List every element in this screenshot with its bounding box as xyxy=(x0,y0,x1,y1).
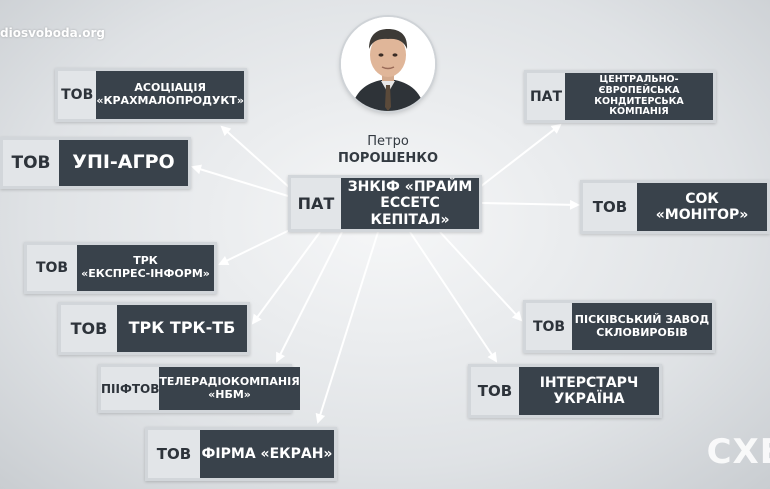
company-interstarch: ТОВ ІНТЕРСТАРЧ УКРАЇНА xyxy=(468,364,662,418)
company-konditer: ПАТ ЦЕНТРАЛЬНО-ЄВРОПЕЙСЬКА КОНДИТЕРСЬКА … xyxy=(524,70,716,123)
company-name: ТРК ТРК-ТБ xyxy=(117,305,247,352)
arrow-to-nbm xyxy=(276,231,343,363)
company-name: АСОЦІАЦІЯ «КРАХМАЛОПРОДУКТ» xyxy=(96,71,244,119)
arrow-to-upi xyxy=(191,164,289,197)
company-type: ПІІФТОВ xyxy=(101,381,160,396)
company-name: ІНТЕРСТАРЧ УКРАЇНА xyxy=(519,367,659,415)
company-ekspres: ТОВ ТРК «ЕКСПРЕС-ІНФОРМ» xyxy=(24,242,217,294)
person-name: Петро ПОРОШЕНКО xyxy=(330,133,446,167)
hub-company: ПАТ ЗНКІФ «ПРАЙМ ЕССЕТС КЕПІТАЛ» xyxy=(288,175,482,232)
company-type: ТОВ xyxy=(592,198,628,216)
arrow-to-ekran xyxy=(315,231,379,424)
company-name: ТЕЛЕРАДІОКОМПАНІЯ «НБМ» xyxy=(159,367,300,410)
arrow-to-trktb xyxy=(251,231,321,325)
company-name: ТРК «ЕКСПРЕС-ІНФОРМ» xyxy=(77,245,214,291)
source-watermark: diosvoboda.org xyxy=(0,26,105,40)
person-portrait xyxy=(341,17,435,111)
company-krakhmal: ТОВ АСОЦІАЦІЯ «КРАХМАЛОПРОДУКТ» xyxy=(55,68,247,122)
company-name: ПІСКІВСЬКИЙ ЗАВОД СКЛОВИРОБІВ xyxy=(572,303,712,350)
person-last-name: ПОРОШЕНКО xyxy=(337,151,438,166)
company-upi: ТОВ УПІ-АГРО xyxy=(0,137,191,189)
portrait-image xyxy=(341,17,435,111)
person-first-name: Петро xyxy=(367,134,409,149)
arrow-to-interstarch xyxy=(409,231,498,363)
company-pisky: ТОВ ПІСКІВСЬКИЙ ЗАВОД СКЛОВИРОБІВ xyxy=(523,300,715,353)
arrow-to-krakhmal xyxy=(220,125,291,189)
company-type: ТОВ xyxy=(156,445,192,463)
company-name: УПІ-АГРО xyxy=(59,140,188,186)
company-nbm: ПІІФТОВ ТЕЛЕРАДІОКОМПАНІЯ «НБМ» xyxy=(98,364,300,413)
hub-type: ПАТ xyxy=(297,194,335,213)
company-type: ТОВ xyxy=(11,153,51,173)
hub-name: ЗНКІФ «ПРАЙМ ЕССЕТС КЕПІТАЛ» xyxy=(341,178,479,229)
company-trktb: ТОВ ТРК ТРК-ТБ xyxy=(58,302,250,355)
arrow-to-monitor xyxy=(481,199,580,210)
company-type: ТОВ xyxy=(70,319,108,338)
arrow-to-konditer xyxy=(479,123,562,188)
company-ekran: ТОВ ФІРМА «ЕКРАН» xyxy=(145,427,337,481)
company-name: ЦЕНТРАЛЬНО-ЄВРОПЕЙСЬКА КОНДИТЕРСЬКА КОМП… xyxy=(565,73,713,120)
company-type: ТОВ xyxy=(532,318,566,335)
company-type: ТОВ xyxy=(35,260,69,276)
company-monitor: ТОВ СОК «МОНІТОР» xyxy=(580,180,770,234)
arrow-to-pisky xyxy=(439,231,523,322)
company-name: СОК «МОНІТОР» xyxy=(637,183,767,231)
company-type: ТОВ xyxy=(477,382,513,400)
brand-watermark: СХЕ xyxy=(706,432,770,472)
company-type: ПАТ xyxy=(529,88,563,105)
arrow-to-ekspres xyxy=(218,224,301,265)
company-name: ФІРМА «ЕКРАН» xyxy=(200,430,334,478)
company-type: ТОВ xyxy=(61,87,94,103)
